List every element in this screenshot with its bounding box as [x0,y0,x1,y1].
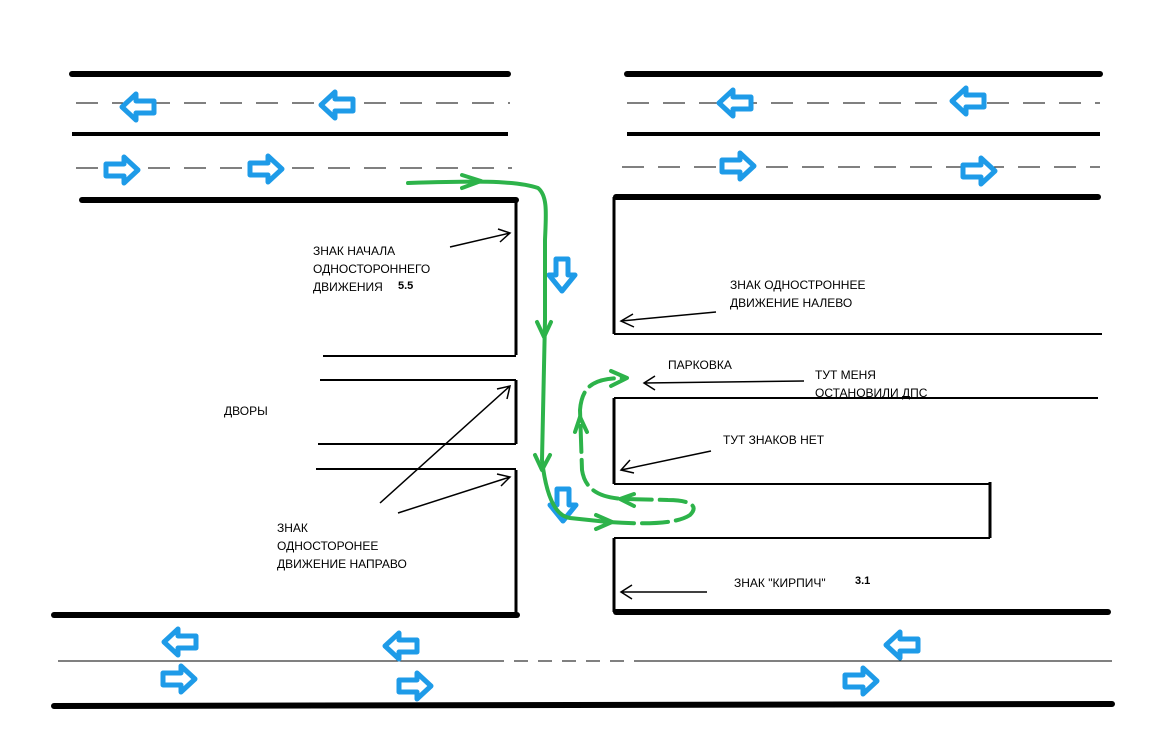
pointer-start-sign [449,228,512,248]
bottom-road [51,609,1115,709]
route-arrowhead [573,415,589,434]
top-road [69,71,1103,203]
right-arrow-icon [963,158,995,184]
route-arrowhead [460,173,483,190]
route-segment-return [578,376,696,526]
route-arrowhead [533,453,552,472]
parking-label: ПАРКОВКА [668,358,732,372]
right-arrow-icon [722,153,754,179]
pointer-no-signs [619,450,712,474]
pointer-stopped [642,375,805,391]
brick-sign-number: 3.1 [855,575,870,587]
left-arrow-icon [164,629,196,655]
right-sign-label: ДВИЖЕНИЕ НАПРАВО [277,557,407,571]
right-arrow-icon [106,157,138,183]
start-sign-label: ДВИЖЕНИЯ [313,280,383,294]
left-sign-label: ДВИЖЕНИЕ НАЛЕВО [730,296,852,310]
right-arrow-icon [399,673,431,699]
start-sign-label: ЗНАК НАЧАЛА [313,244,395,258]
pointer-brick-sign [619,584,707,600]
no-signs-label: ТУТ ЗНАКОВ НЕТ [723,433,825,447]
pointer-right-sign-1 [379,384,512,504]
side-street-left-edge [316,200,518,612]
bottom-road-edge [51,701,1115,709]
route-arrowhead [535,320,553,339]
yards-label: ДВОРЫ [224,404,268,418]
stopped-label: ТУТ МЕНЯ [815,368,876,382]
start-sign-number: 5.5 [398,280,413,292]
left-arrow-icon [321,92,353,118]
left-arrow-icon [385,633,417,659]
labels: ЗНАК НАЧАЛА ОДНОСТОРОННЕГО ДВИЖЕНИЯ 5.5 … [224,244,928,590]
down-arrow-icon [549,259,575,291]
side-street-right-edge [612,197,1102,612]
right-arrow-icon [845,668,877,694]
pointer-arrows [379,228,805,600]
left-arrow-icon [719,90,751,116]
pointer-left-sign [619,311,717,328]
right-sign-label: ЗНАК [277,521,308,535]
right-arrow-icon [250,156,282,182]
stopped-label: ОСТАНОВИЛИ ДПС [815,386,928,400]
start-sign-label: ОДНОСТОРОННЕГО [313,262,430,276]
route-arrowhead [618,492,636,508]
pointer-right-sign-2 [397,473,512,514]
brick-sign-label: ЗНАК "КИРПИЧ" [734,576,826,590]
left-arrow-icon [122,94,154,120]
right-arrow-icon [163,666,195,692]
route-arrowhead [609,369,629,388]
left-arrow-icon [886,632,918,658]
left-arrow-icon [952,88,984,114]
route-path [406,173,696,531]
left-sign-label: ЗНАК ОДНОСТРОННЕЕ [730,278,865,292]
right-sign-label: ОДНОСТОРОНЕЕ [277,539,378,553]
